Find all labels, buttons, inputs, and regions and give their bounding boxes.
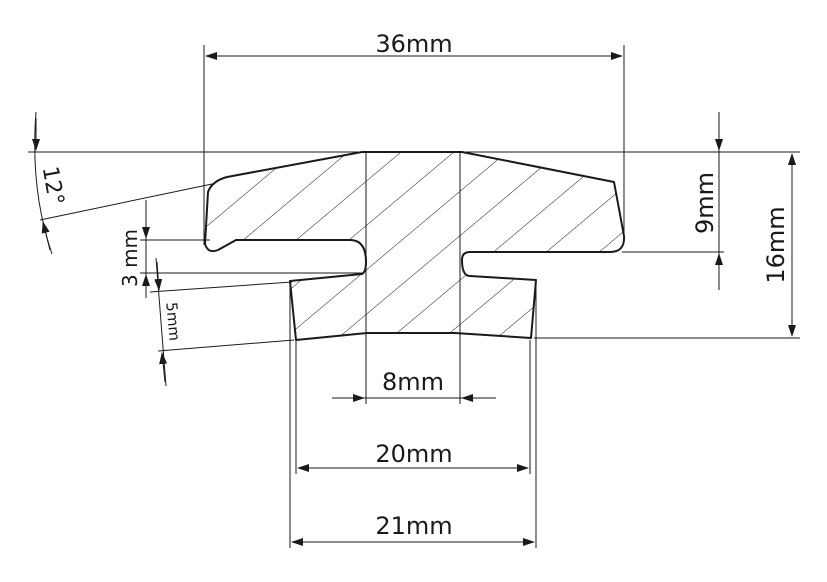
dim-text-9mm: 9mm: [691, 172, 719, 234]
dim-text-12deg: 12°: [37, 164, 68, 207]
dim-text-20mm: 20mm: [375, 440, 452, 468]
extension-lines: [28, 45, 800, 548]
dim-text-3mm: 3 mm: [118, 229, 142, 287]
dim-text-5mm: 5mm: [162, 301, 183, 341]
t-profile-section: [204, 151, 626, 341]
dim-text-8mm: 8mm: [382, 368, 444, 396]
dim-text-36mm: 36mm: [375, 30, 452, 58]
dim-text-16mm: 16mm: [762, 206, 790, 283]
dim-text-21mm: 21mm: [375, 512, 452, 540]
